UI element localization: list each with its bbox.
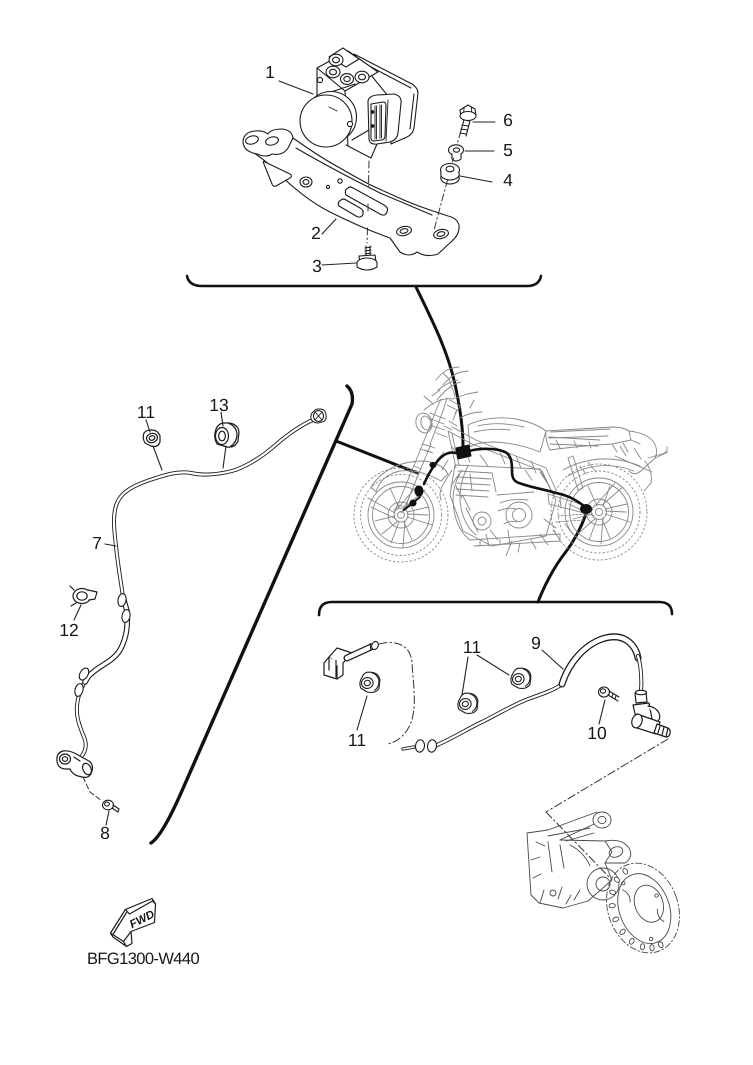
svg-text:11: 11: [137, 402, 155, 422]
svg-text:9: 9: [531, 633, 541, 653]
svg-text:2: 2: [311, 223, 321, 243]
svg-text:8: 8: [100, 823, 110, 843]
svg-text:12: 12: [59, 620, 78, 640]
svg-text:11: 11: [463, 637, 481, 657]
svg-text:7: 7: [92, 533, 102, 553]
svg-text:1: 1: [265, 62, 275, 82]
svg-text:11: 11: [348, 730, 366, 750]
svg-text:5: 5: [503, 140, 513, 160]
svg-text:6: 6: [503, 110, 513, 130]
svg-text:10: 10: [587, 723, 607, 743]
svg-text:13: 13: [209, 395, 228, 415]
svg-text:BFG1300-W440: BFG1300-W440: [87, 950, 199, 968]
svg-text:3: 3: [312, 256, 322, 276]
svg-text:4: 4: [503, 170, 513, 190]
